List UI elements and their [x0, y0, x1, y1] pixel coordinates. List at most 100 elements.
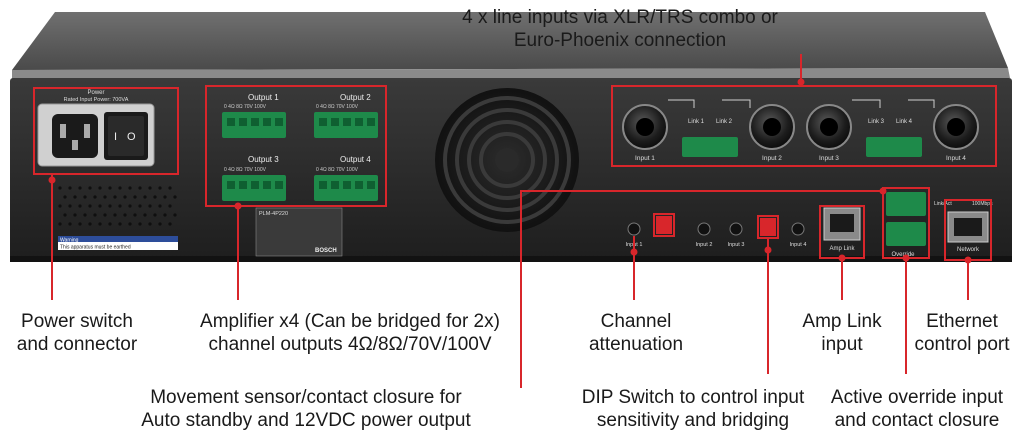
- svg-text:Input 2: Input 2: [696, 242, 713, 248]
- vent-hole: [113, 195, 117, 199]
- vent-hole: [148, 186, 152, 190]
- vent-hole: [173, 213, 177, 217]
- vent-hole: [168, 222, 172, 226]
- warning-title: Warning: [60, 237, 79, 243]
- vent-hole: [58, 186, 62, 190]
- input-label-3: Input 3: [819, 155, 839, 162]
- vent-hole: [88, 204, 92, 208]
- brand-logo: BOSCH: [315, 248, 337, 254]
- vent-hole: [103, 195, 107, 199]
- leader-dots: [48, 78, 972, 264]
- vent-hole: [153, 195, 157, 199]
- callout-line-inputs: 4 x line inputs via XLR/TRS combo or Eur…: [462, 7, 778, 51]
- vent-hole: [83, 213, 87, 217]
- link-act-label: Link/Act: [934, 201, 952, 207]
- svg-text:0 4Ω 8Ω 70V 100V: 0 4Ω 8Ω 70V 100V: [316, 104, 359, 110]
- terminal-screw: [275, 181, 283, 189]
- attenuator-1[interactable]: [627, 222, 641, 236]
- svg-text:0 4Ω 8Ω 70V 100V: 0 4Ω 8Ω 70V 100V: [224, 167, 267, 173]
- svg-text:Input 3: Input 3: [728, 242, 745, 248]
- vent-hole: [93, 195, 97, 199]
- speed-label: 100Mbps: [972, 201, 993, 207]
- dip-switch-1[interactable]: [656, 216, 672, 234]
- vent-hole: [133, 195, 137, 199]
- callout-ethernet: Ethernet control port: [914, 311, 1010, 355]
- terminal-screw: [331, 118, 339, 126]
- input-label-4: Input 4: [946, 155, 966, 162]
- terminal-screw: [227, 118, 235, 126]
- vent-hole: [98, 186, 102, 190]
- vent-hole: [118, 186, 122, 190]
- vent-hole: [158, 204, 162, 208]
- vent-hole: [153, 213, 157, 217]
- callout-channel-attenuation: Channel attenuation: [588, 311, 684, 355]
- vent-hole: [128, 204, 132, 208]
- vent-hole: [138, 204, 142, 208]
- vent-hole: [158, 222, 162, 226]
- vent-hole: [118, 204, 122, 208]
- svg-text:I: I: [114, 131, 117, 143]
- terminal-screw: [263, 118, 271, 126]
- svg-text:0 4Ω 8Ω 70V 100V: 0 4Ω 8Ω 70V 100V: [316, 167, 359, 173]
- vent-hole: [148, 222, 152, 226]
- terminal-screw: [263, 181, 271, 189]
- vent-hole: [63, 213, 67, 217]
- callout-override: Active override input and contact closur…: [830, 387, 1004, 431]
- attenuator-4[interactable]: [791, 222, 805, 236]
- callout-amplifier: Amplifier x4 (Can be bridged for 2x) cha…: [200, 311, 500, 355]
- link-label-3: Link 3: [868, 119, 885, 125]
- vent-hole: [143, 213, 147, 217]
- vent-hole: [98, 222, 102, 226]
- power-highlight: [33, 87, 179, 175]
- vent-hole: [68, 186, 72, 190]
- terminal-screw: [227, 181, 235, 189]
- terminal-screw: [239, 118, 247, 126]
- terminal-screw: [367, 118, 375, 126]
- leader-sensor: [520, 190, 883, 388]
- vent-hole: [158, 186, 162, 190]
- vent-hole: [108, 222, 112, 226]
- callout-dip-switch: DIP Switch to control input sensitivity …: [581, 387, 805, 431]
- euro-phoenix-input-3-4[interactable]: [866, 137, 922, 157]
- svg-text:Output 1: Output 1: [248, 93, 279, 102]
- terminal-screw: [355, 181, 363, 189]
- dip-switch-2[interactable]: [760, 218, 776, 236]
- vent-hole: [63, 195, 67, 199]
- euro-phoenix-input-1-2[interactable]: [682, 137, 738, 157]
- vent-hole: [138, 222, 142, 226]
- link-label-2: Link 2: [716, 119, 733, 125]
- vent-hole: [68, 204, 72, 208]
- attenuator-2[interactable]: [697, 222, 711, 236]
- override-terminal[interactable]: [886, 222, 926, 246]
- svg-text:Output 4: Output 4: [340, 155, 371, 164]
- line-inputs: Input 1 Input 2 Input 3 Input 4 Link 1 L…: [622, 99, 979, 162]
- vent-hole: [78, 186, 82, 190]
- ventilation-holes: [58, 186, 177, 226]
- terminal-screw: [343, 181, 351, 189]
- vent-hole: [148, 204, 152, 208]
- vent-hole: [118, 222, 122, 226]
- vent-hole: [73, 195, 77, 199]
- vent-hole: [58, 222, 62, 226]
- leader-lines: [51, 54, 969, 388]
- input-label-2: Input 2: [762, 155, 782, 162]
- vent-hole: [173, 195, 177, 199]
- vent-hole: [88, 186, 92, 190]
- vent-hole: [78, 204, 82, 208]
- vent-hole: [78, 222, 82, 226]
- callout-power-switch: Power switch and connector: [16, 311, 138, 355]
- link-label-1: Link 1: [688, 119, 705, 125]
- vent-hole: [133, 213, 137, 217]
- outputs-highlight: [205, 85, 387, 207]
- vent-hole: [83, 195, 87, 199]
- vent-hole: [143, 195, 147, 199]
- vent-hole: [108, 204, 112, 208]
- model-label: PLM-4P220 BOSCH: [255, 207, 343, 257]
- input-label-1: Input 1: [635, 155, 655, 162]
- svg-text:Input 4: Input 4: [790, 242, 807, 248]
- vent-hole: [123, 195, 127, 199]
- sensor-terminal[interactable]: [886, 192, 926, 216]
- attenuator-3[interactable]: [729, 222, 743, 236]
- front-controls: Input 1 Input 2 Input 3 Input 4 Amp Link…: [626, 192, 993, 258]
